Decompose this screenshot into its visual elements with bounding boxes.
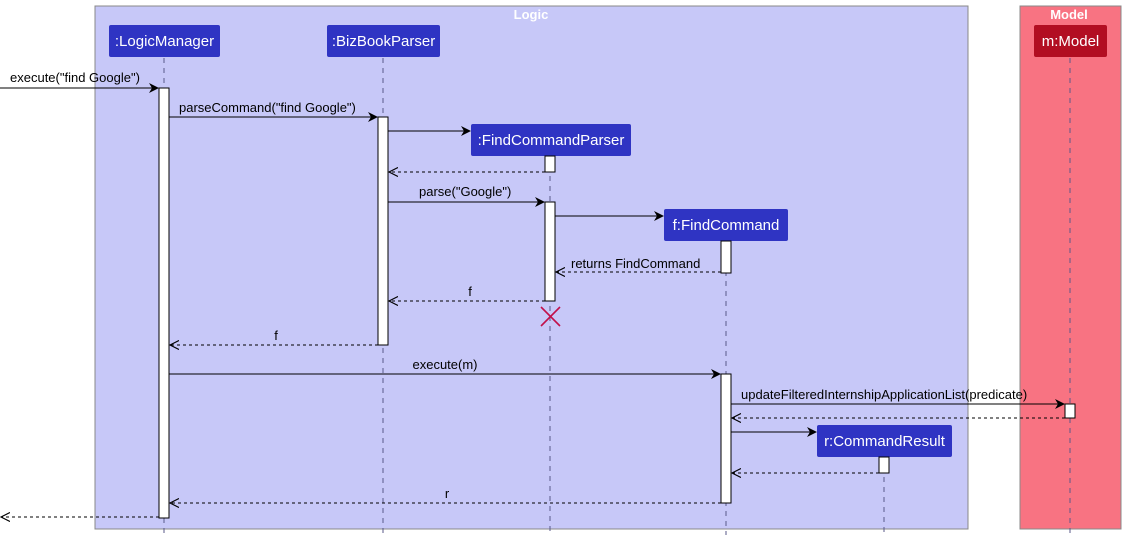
label-update-filtered: updateFilteredInternshipApplicationList(… [741,387,1027,402]
label-parse-command: parseCommand("find Google") [179,100,356,115]
participant-find-command-label: f:FindCommand [673,217,780,234]
activation-logic-manager [158,87,170,519]
participant-logic-manager [109,25,220,57]
activation-find-command-1 [720,240,732,274]
participant-model-label: m:Model [1042,33,1100,50]
destroy-marker-icon [540,306,561,327]
activation-model [1064,403,1076,419]
logic-group-title: Logic [514,7,549,22]
participant-logic-manager-label: :LogicManager [115,33,214,50]
participant-command-result-label: r:CommandResult [824,433,946,450]
label-parse: parse("Google") [419,184,511,199]
label-execute-m: execute(m) [412,357,477,372]
activation-command-result [878,456,890,474]
label-return-r: r [445,486,450,501]
activation-find-command-parser-1 [544,155,556,173]
participant-find-command-parser [471,124,631,156]
label-execute-find: execute("find Google") [10,70,140,85]
participant-model [1034,25,1107,57]
activation-find-command-parser-2 [544,201,556,302]
activation-bizbook-parser [377,116,389,346]
participant-bizbook-parser [327,25,440,57]
model-group-title: Model [1050,7,1088,22]
participant-find-command [664,209,788,241]
participant-bizbook-parser-label: :BizBookParser [332,33,435,50]
participant-find-command-parser-label: :FindCommandParser [478,132,625,149]
participant-command-result [817,425,952,457]
activation-find-command-2 [720,373,732,504]
label-return-f-1: f [468,284,472,299]
label-returns-find-command: returns FindCommand [571,256,700,271]
label-return-f-2: f [274,328,278,343]
